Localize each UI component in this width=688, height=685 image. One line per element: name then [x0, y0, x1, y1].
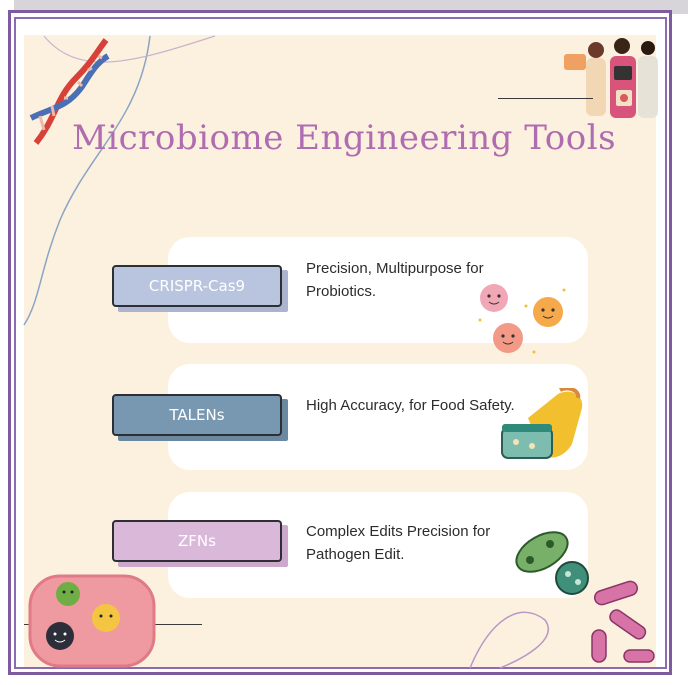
happy-microbes-icon	[478, 284, 566, 354]
tool-tag-crispr: CRISPR-Cas9	[112, 265, 282, 307]
dna-helix-icon	[29, 38, 110, 145]
tool-description-talens: High Accuracy, for Food Safety.	[306, 397, 515, 414]
top-right-divider	[498, 98, 593, 99]
tool-tag-talens: TALENs	[112, 394, 282, 436]
bacteria-icon	[515, 531, 655, 663]
page-title: Microbiome Engineering Tools	[71, 118, 617, 158]
food-container-icon	[501, 388, 583, 459]
gut-microbes-icon	[28, 574, 156, 668]
tool-tag-zfns: ZFNs	[112, 520, 282, 562]
tool-description-crispr: Precision, Multipurpose for Probiotics.	[306, 260, 484, 300]
tool-description-zfns: Complex Edits Precision for Pathogen Edi…	[306, 523, 491, 563]
scientists-illustration	[564, 38, 658, 118]
